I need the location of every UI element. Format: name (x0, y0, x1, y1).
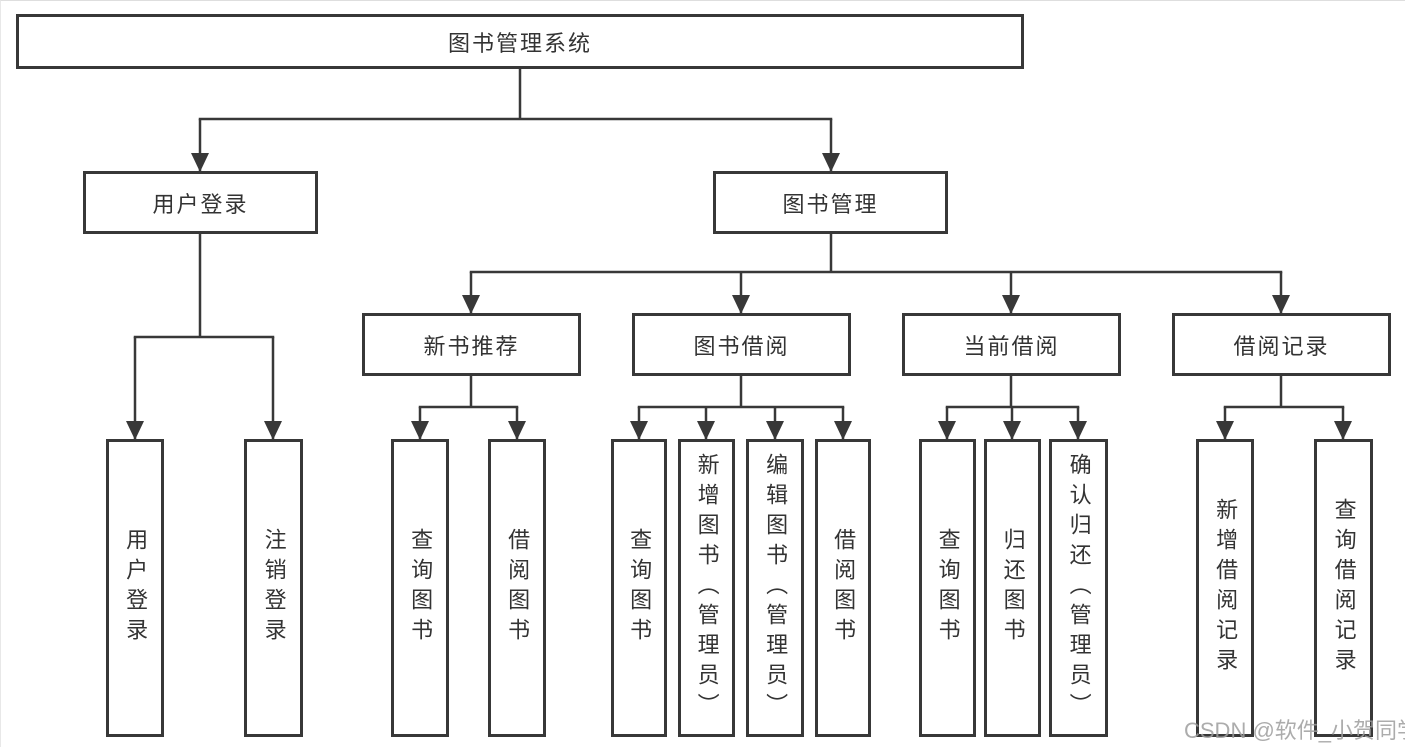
node-borrowing-records: 借阅记录 (1172, 313, 1391, 376)
leaf-user-login: 用户登录 (106, 439, 164, 737)
leaf-query-books-current-label: 查询图书 (935, 528, 961, 648)
node-current-borrowing: 当前借阅 (902, 313, 1121, 376)
node-library-management-system: 图书管理系统 (16, 14, 1024, 69)
csdn-watermark: CSDN @软件_小贺同学 (1184, 718, 1405, 743)
leaf-confirm-return-admin: 确认归还（管理员） (1049, 439, 1108, 737)
leaf-borrow-books-recommend-label: 借阅图书 (505, 528, 531, 648)
leaf-edit-book-admin-label: 编辑图书（管理员） (763, 453, 789, 723)
leaf-add-borrow-record: 新增借阅记录 (1196, 439, 1254, 737)
leaf-add-book-admin-label: 新增图书（管理员） (694, 453, 720, 723)
leaf-logout-label: 注销登录 (261, 528, 287, 648)
leaf-return-book-label: 归还图书 (1000, 528, 1026, 648)
leaf-user-login-label: 用户登录 (123, 528, 149, 648)
leaf-edit-book-admin: 编辑图书（管理员） (746, 439, 804, 737)
leaf-add-book-admin: 新增图书（管理员） (678, 439, 735, 737)
leaf-query-borrow-record-label: 查询借阅记录 (1331, 498, 1357, 678)
leaf-borrow-books-borrowing: 借阅图书 (815, 439, 871, 737)
bus-lines (133, 67, 1345, 409)
leaf-query-books-current: 查询图书 (919, 439, 976, 737)
leaf-borrow-books-borrowing-label: 借阅图书 (831, 528, 857, 648)
leaf-query-books-recommend: 查询图书 (391, 439, 449, 737)
leaf-return-book: 归还图书 (984, 439, 1041, 737)
node-new-book-recommend: 新书推荐 (362, 313, 581, 376)
node-user-login: 用户登录 (83, 171, 318, 234)
leaf-query-books-borrowing: 查询图书 (611, 439, 667, 737)
leaf-query-borrow-record: 查询借阅记录 (1314, 439, 1373, 737)
leaf-confirm-return-admin-label: 确认归还（管理员） (1066, 453, 1092, 723)
leaf-add-borrow-record-label: 新增借阅记录 (1213, 498, 1239, 678)
leaf-query-books-recommend-label: 查询图书 (408, 528, 434, 648)
leaf-logout: 注销登录 (244, 439, 303, 737)
leaf-query-books-borrowing-label: 查询图书 (627, 528, 653, 648)
node-book-management: 图书管理 (713, 171, 948, 234)
node-book-borrowing: 图书借阅 (632, 313, 851, 376)
leaf-borrow-books-recommend: 借阅图书 (488, 439, 546, 737)
